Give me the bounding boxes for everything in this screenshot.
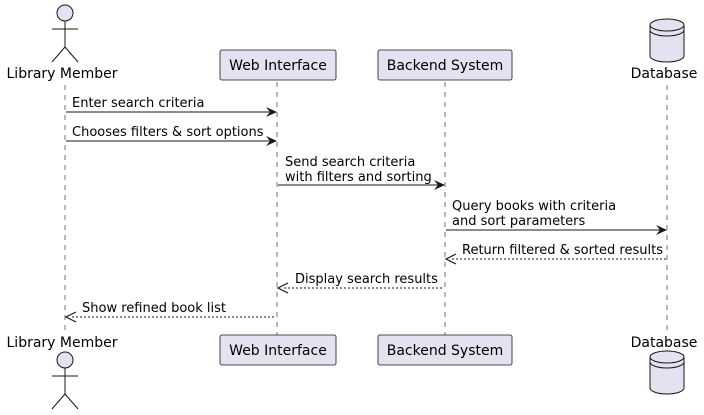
participant-box-backend [377, 49, 513, 81]
message-7: Show refined book list [64, 301, 276, 323]
message-label: Enter search criteria [72, 96, 204, 111]
participant-box-backend-bottom [377, 334, 513, 366]
participant-label-backend: Backend System [387, 58, 504, 74]
participant-label-member-bottom: Library Member [7, 335, 118, 351]
message-5: Return filtered & sorted results [444, 243, 666, 265]
message-2: Chooses filters & sort options [66, 125, 277, 146]
database-icon [649, 18, 685, 63]
message-label: Query books with criteria [452, 199, 616, 214]
participant-box-web-bottom [219, 334, 337, 366]
participant-label-db: Database [631, 66, 698, 82]
participant-label-web-bottom: Web Interface [229, 343, 327, 359]
message-4: Query books with criteria and sort param… [446, 199, 667, 235]
message-label: Chooses filters & sort options [72, 125, 264, 140]
database-icon [649, 350, 685, 395]
message-label: Return filtered & sorted results [462, 243, 663, 258]
participant-label-backend-bottom: Backend System [387, 343, 504, 359]
message-label: Display search results [295, 272, 438, 287]
message-label: Show refined book list [82, 301, 226, 316]
actor-icon [51, 4, 79, 63]
message-6: Display search results [276, 272, 444, 294]
participant-label-web: Web Interface [229, 58, 327, 74]
participant-box-web [219, 49, 337, 81]
message-label: Send search criteria [285, 155, 415, 170]
participant-label-member: Library Member [7, 66, 118, 82]
actor-icon [51, 351, 79, 410]
message-1: Enter search criteria [66, 96, 277, 117]
message-3: Send search criteria with filters and so… [278, 155, 445, 190]
participant-label-db-bottom: Database [631, 335, 698, 351]
message-label: and sort parameters [452, 214, 586, 229]
message-label: with filters and sorting [285, 170, 432, 185]
